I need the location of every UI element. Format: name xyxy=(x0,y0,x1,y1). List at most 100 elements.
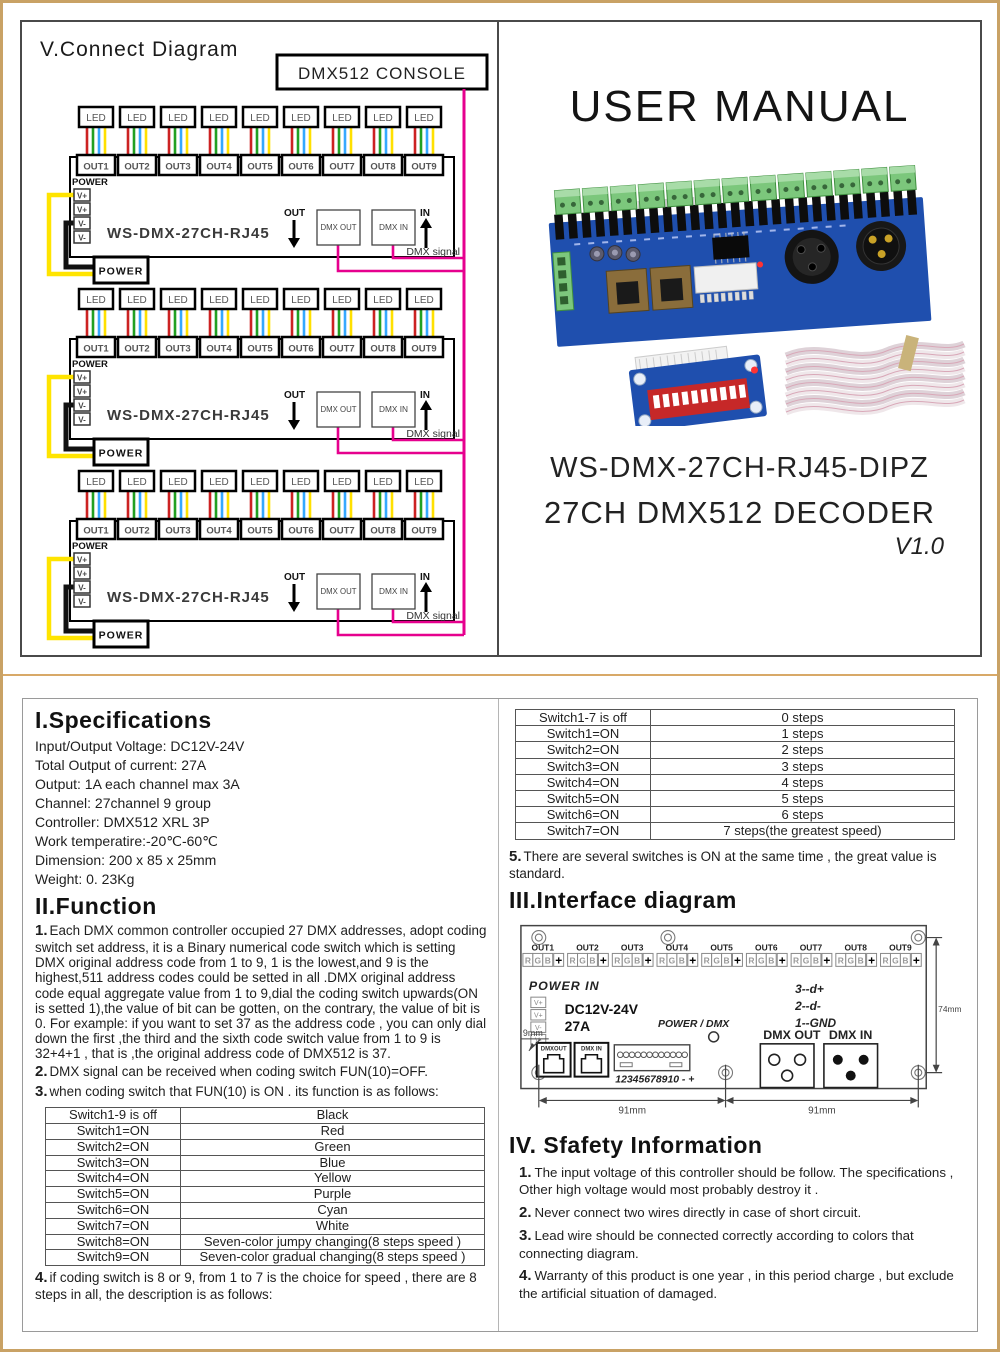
power-terminal xyxy=(73,188,91,202)
rgb-terminal xyxy=(855,952,867,967)
decoder-unit: LEDOUT1LEDOUT2LEDOUT3LEDOUT4LEDOUT5LEDOU… xyxy=(46,105,464,285)
svg-text:POWER: POWER xyxy=(99,266,144,278)
svg-text:OUT9: OUT9 xyxy=(889,942,912,952)
svg-text:POWER: POWER xyxy=(99,448,144,460)
manual-title: USER MANUAL xyxy=(569,82,910,131)
svg-text:POWER IN: POWER IN xyxy=(529,979,600,993)
svg-text:OUT9: OUT9 xyxy=(411,526,436,537)
svg-text:B: B xyxy=(679,955,685,965)
out-box xyxy=(157,517,199,541)
plus-terminal xyxy=(687,952,699,967)
svg-text:G: G xyxy=(579,955,586,965)
svg-text:R: R xyxy=(793,955,799,965)
product-subtitle: 27CH DMX512 DECODER xyxy=(543,495,936,530)
led-box xyxy=(77,287,115,311)
power-terminal xyxy=(73,594,91,608)
led-box xyxy=(200,287,238,311)
xlr-pin-hole xyxy=(780,1069,794,1082)
steps-value: 0 steps xyxy=(650,708,955,727)
steps-switch: Switch7=ON xyxy=(515,822,651,840)
power-wire-plus xyxy=(46,192,94,277)
svg-text:OUT7: OUT7 xyxy=(800,942,823,952)
power-dmx-led xyxy=(707,1030,720,1043)
svg-text:DC12V-24V: DC12V-24V xyxy=(565,1001,639,1017)
led-box xyxy=(323,105,361,129)
svg-text:OUT5: OUT5 xyxy=(247,162,273,173)
color-switch: Switch8=ON xyxy=(45,1233,181,1251)
svg-text:LED: LED xyxy=(291,477,310,488)
svg-text:DMX IN: DMX IN xyxy=(581,1046,602,1052)
svg-text:V+: V+ xyxy=(77,570,87,579)
steps-switch: Switch3=ON xyxy=(515,757,651,775)
out-box xyxy=(362,517,404,541)
color-switch: Switch7=ON xyxy=(45,1217,181,1235)
svg-text:+: + xyxy=(823,953,830,967)
svg-text:OUT4: OUT4 xyxy=(206,344,232,355)
power-terminal xyxy=(73,566,91,580)
svg-text:B: B xyxy=(858,955,864,965)
rgb-terminal xyxy=(676,952,688,967)
svg-text:OUT5: OUT5 xyxy=(247,526,273,537)
steps-value: 7 steps(the greatest speed) xyxy=(650,822,955,840)
color-value: Yellow xyxy=(180,1170,485,1188)
item-number: 2. xyxy=(519,1203,532,1221)
svg-text:OUT8: OUT8 xyxy=(370,344,395,355)
out-box xyxy=(321,517,363,541)
power-wire-minus xyxy=(63,402,94,452)
out-box xyxy=(280,153,322,177)
svg-text:DMX512 CONSOLE: DMX512 CONSOLE xyxy=(298,64,466,83)
dmx-out-wire xyxy=(336,609,464,637)
rgb-terminal xyxy=(810,952,822,967)
svg-text:1--GND: 1--GND xyxy=(795,1016,836,1030)
rj45-jack xyxy=(535,1041,572,1078)
rgb-terminal xyxy=(542,952,554,967)
svg-text:OUT2: OUT2 xyxy=(576,942,599,952)
product-model: WS-DMX-27CH-RJ45-DIPZ xyxy=(550,452,929,484)
svg-text:LED: LED xyxy=(250,295,269,306)
item-text: There are several switches is ON at the … xyxy=(509,848,937,881)
item-text: DMX signal can be received when coding s… xyxy=(49,1064,428,1080)
safety-item: 3.Lead wire should be connected correctl… xyxy=(509,1227,967,1262)
svg-text:DMX IN: DMX IN xyxy=(379,222,408,232)
svg-text:LED: LED xyxy=(209,113,228,124)
svg-text:V+: V+ xyxy=(77,192,87,201)
steps-switch: Switch6=ON xyxy=(515,806,651,824)
svg-text:9mm: 9mm xyxy=(523,1028,543,1038)
svg-text:OUT6: OUT6 xyxy=(755,942,778,952)
svg-text:+: + xyxy=(600,953,607,967)
power-terminal xyxy=(73,216,91,230)
svg-text:LED: LED xyxy=(332,295,351,306)
svg-text:B: B xyxy=(589,955,595,965)
led-box xyxy=(405,105,443,129)
dip-switch-board xyxy=(628,345,767,426)
out-box xyxy=(157,153,199,177)
svg-text:R: R xyxy=(748,955,754,965)
steps-value: 5 steps xyxy=(650,790,955,808)
function-item: 5.There are several switches is ON at th… xyxy=(509,848,967,881)
item-text: Each DMX common controller occupied 27 D… xyxy=(35,923,487,1062)
color-switch: Switch5=ON xyxy=(45,1186,181,1203)
svg-text:OUT9: OUT9 xyxy=(411,162,436,173)
xlr-in-connector xyxy=(823,1042,879,1089)
svg-text:27A: 27A xyxy=(565,1018,590,1034)
svg-text:LED: LED xyxy=(168,295,187,306)
led-box xyxy=(323,469,361,493)
svg-text:OUT8: OUT8 xyxy=(844,942,867,952)
bottom-section: I.Specifications Input/Output Voltage: D… xyxy=(22,698,978,1332)
svg-text:OUT2: OUT2 xyxy=(124,526,149,537)
svg-text:B: B xyxy=(768,955,774,965)
svg-text:DMX OUT: DMX OUT xyxy=(763,1028,821,1042)
svg-text:LED: LED xyxy=(373,113,392,124)
out-box xyxy=(116,153,158,177)
svg-text:OUT1: OUT1 xyxy=(83,526,109,537)
power-terminal xyxy=(530,1021,547,1033)
